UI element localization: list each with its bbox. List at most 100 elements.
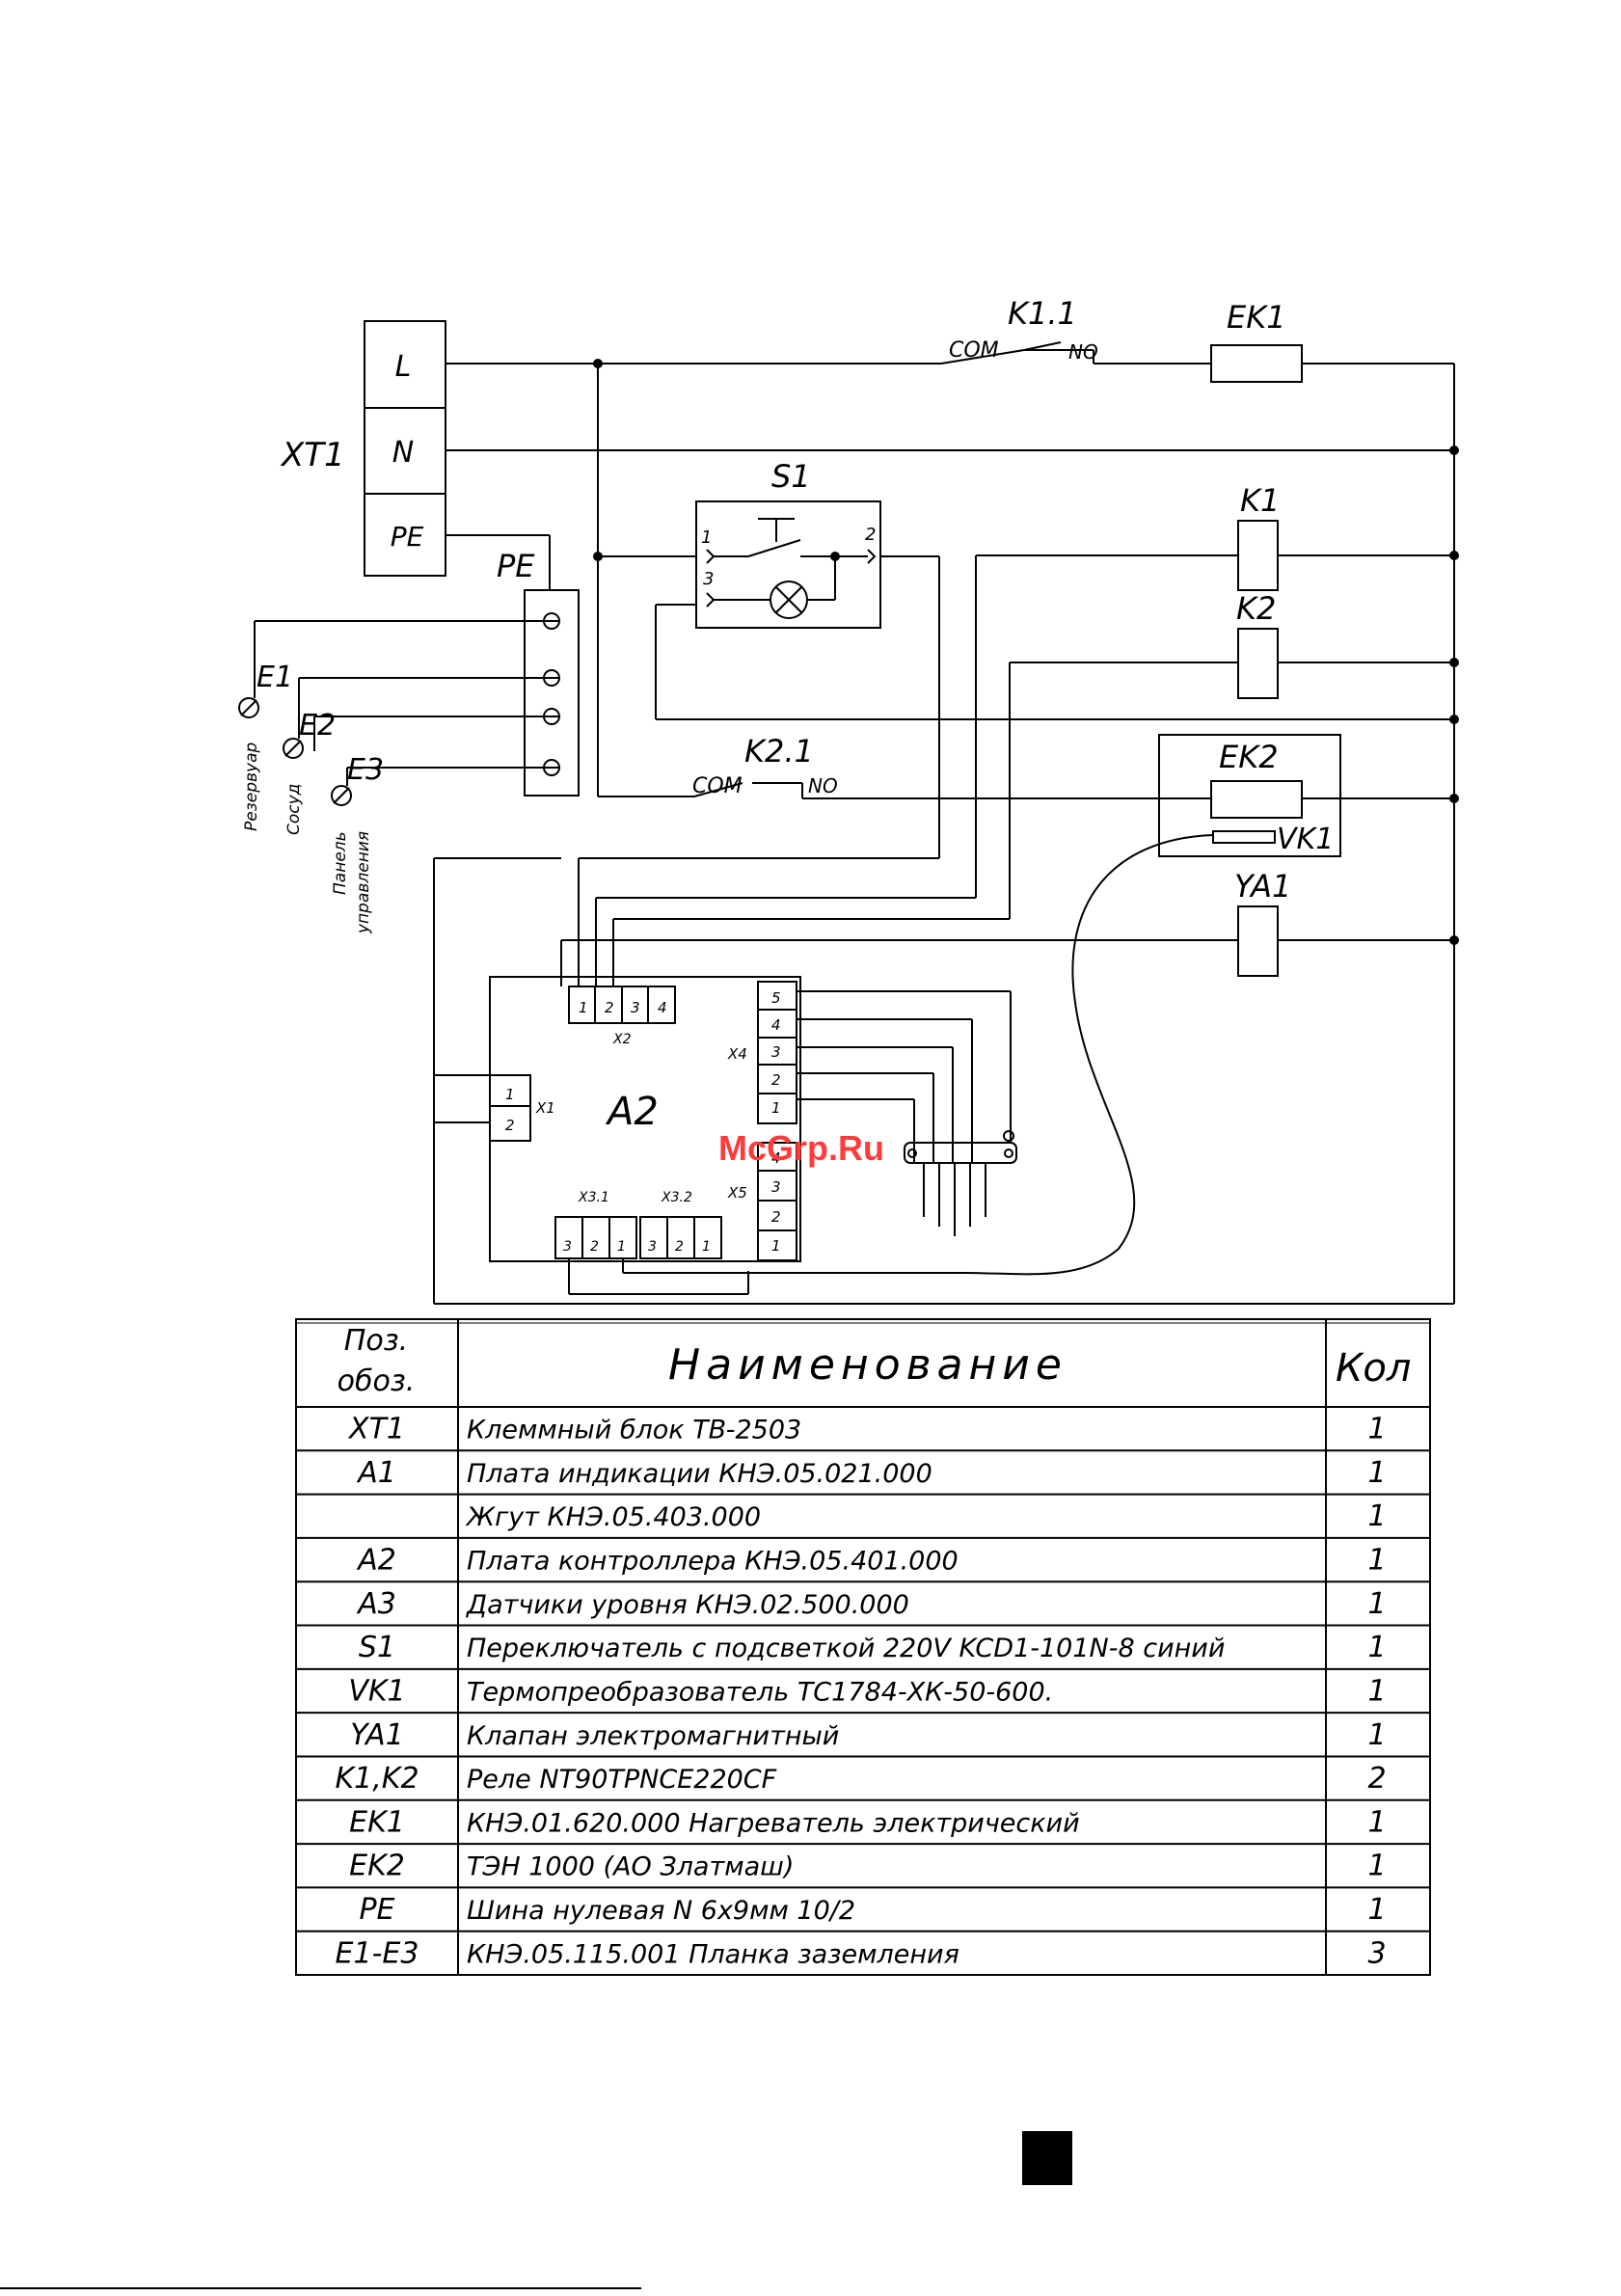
- xt1-label: XT1: [280, 436, 345, 474]
- watermark: McGrp.Ru: [718, 1128, 884, 1168]
- x4-pin-5: 5: [771, 989, 781, 1007]
- x4-pin-3: 3: [771, 1043, 781, 1061]
- row-qty: 1: [1367, 1544, 1386, 1578]
- switch-s1: [695, 500, 881, 629]
- ek1-heater: [1210, 344, 1303, 383]
- header-pos-line2: обоз.: [338, 1364, 416, 1398]
- x2-pin-2: 2: [605, 999, 614, 1016]
- x31-pin-2: 2: [590, 1239, 599, 1255]
- vk1-cable: [963, 834, 1214, 1276]
- row-qty: 1: [1367, 1631, 1386, 1664]
- row-name: Шина нулевая N 6х9мм 10/2: [467, 1896, 855, 1926]
- row-qty: 1: [1367, 1674, 1386, 1708]
- x5-pin-4: 4: [771, 1149, 781, 1167]
- x5-label: X5: [727, 1184, 747, 1202]
- ek1-label: EK1: [1227, 299, 1286, 336]
- electrode-e2-label: E2: [299, 709, 336, 743]
- k11-no-label: NO: [1068, 340, 1098, 364]
- x31-pin-1: 1: [617, 1239, 626, 1255]
- s1-label: S1: [771, 458, 811, 495]
- row-qty: 1: [1367, 1850, 1386, 1883]
- s1-pin-2: 2: [865, 525, 876, 545]
- row-pos: VK1: [348, 1674, 405, 1708]
- level-sensor-block: [904, 1130, 1017, 1236]
- wires: [254, 349, 1455, 1305]
- row-pos: S1: [359, 1631, 395, 1664]
- row-name: Клеммный блок TB-2503: [467, 1416, 801, 1445]
- row-qty: 1: [1367, 1893, 1386, 1927]
- row-pos: A1: [356, 1456, 396, 1490]
- e3-caption-line2: управления: [354, 831, 373, 934]
- header-pos-line1: Поз.: [344, 1324, 408, 1358]
- row-pos: K1,K2: [335, 1762, 419, 1796]
- header-qty: Кол: [1336, 1346, 1411, 1391]
- x5-pin-2: 2: [771, 1208, 781, 1226]
- table-row: A2 Плата контроллера КНЭ.05.401.000 1: [356, 1544, 1386, 1578]
- s1-pin-3: 3: [703, 569, 714, 589]
- table-row: S1 Переключатель с подсветкой 220V KCD1-1…: [359, 1631, 1387, 1664]
- row-name: Датчики уровня КНЭ.02.500.000: [466, 1590, 909, 1620]
- row-pos: YA1: [350, 1718, 404, 1752]
- row-name: Плата индикации КНЭ.05.021.000: [467, 1459, 932, 1489]
- x4-label: X4: [727, 1045, 747, 1063]
- k21-com-label: COM: [692, 774, 743, 798]
- electrodes: [238, 697, 352, 806]
- x2-pin-1: 1: [579, 999, 588, 1016]
- x4-pin-2: 2: [771, 1071, 781, 1089]
- row-name: Клапан электромагнитный: [467, 1721, 839, 1751]
- x1-pin-2: 2: [505, 1117, 515, 1134]
- row-pos: EK1: [349, 1805, 405, 1839]
- k2-relay-coil: [1237, 628, 1279, 699]
- page-number-marker: [1022, 2131, 1072, 2185]
- x2-pin-3: 3: [631, 999, 640, 1016]
- electrode-e1-label: E1: [257, 661, 293, 694]
- row-name: Переключатель с подсветкой 220V KCD1-101…: [467, 1634, 1225, 1663]
- a2-label: A2: [605, 1090, 659, 1134]
- x31-pin-3: 3: [563, 1239, 572, 1255]
- terminal-pe-label: PE: [391, 521, 424, 553]
- x31-label: X3.1: [578, 1190, 609, 1205]
- x2-label: X2: [612, 1032, 632, 1047]
- k21-label: K2.1: [744, 733, 814, 770]
- k2-label: K2: [1236, 590, 1276, 627]
- row-name: КНЭ.05.115.001 Планка заземления: [467, 1939, 959, 1969]
- x4-pin-4: 4: [771, 1016, 781, 1034]
- k21-no-label: NO: [808, 774, 838, 797]
- s1-pin-1: 1: [701, 527, 712, 548]
- e2-caption: Сосуд: [284, 784, 304, 835]
- e1-caption: Резервуар: [242, 743, 261, 831]
- row-pos: A3: [356, 1587, 396, 1621]
- row-pos: EK2: [349, 1850, 405, 1883]
- a2-controller-board: [489, 976, 801, 1262]
- table-row-lines: [296, 1449, 1430, 1932]
- table-rows: XT1 Клеммный блок TB-2503 1 A1 Плата индикац…: [335, 1413, 1386, 1971]
- bottom-rule: [0, 2287, 641, 2289]
- k1-label: K1: [1240, 482, 1280, 519]
- x4-pin-1: 1: [771, 1099, 781, 1117]
- x5-pin-3: 3: [771, 1178, 781, 1196]
- row-pos: A2: [356, 1544, 396, 1578]
- junction-dots: [593, 359, 1459, 945]
- x5-pin-1: 1: [771, 1237, 781, 1255]
- k11-label: K1.1: [1008, 295, 1077, 332]
- x32-pin-3: 3: [648, 1239, 657, 1255]
- row-qty: 1: [1367, 1456, 1386, 1490]
- row-pos: XT1: [347, 1413, 405, 1446]
- ya1-valve-coil: [1237, 905, 1279, 977]
- ek2-label: EK2: [1219, 739, 1279, 775]
- row-qty: 2: [1367, 1762, 1386, 1796]
- x2-pin-4: 4: [658, 999, 667, 1016]
- k1-relay-coil: [1237, 520, 1279, 591]
- electrode-e3-label: E3: [347, 753, 384, 787]
- row-name: Плата контроллера КНЭ.05.401.000: [467, 1547, 959, 1577]
- row-qty: 3: [1367, 1936, 1386, 1970]
